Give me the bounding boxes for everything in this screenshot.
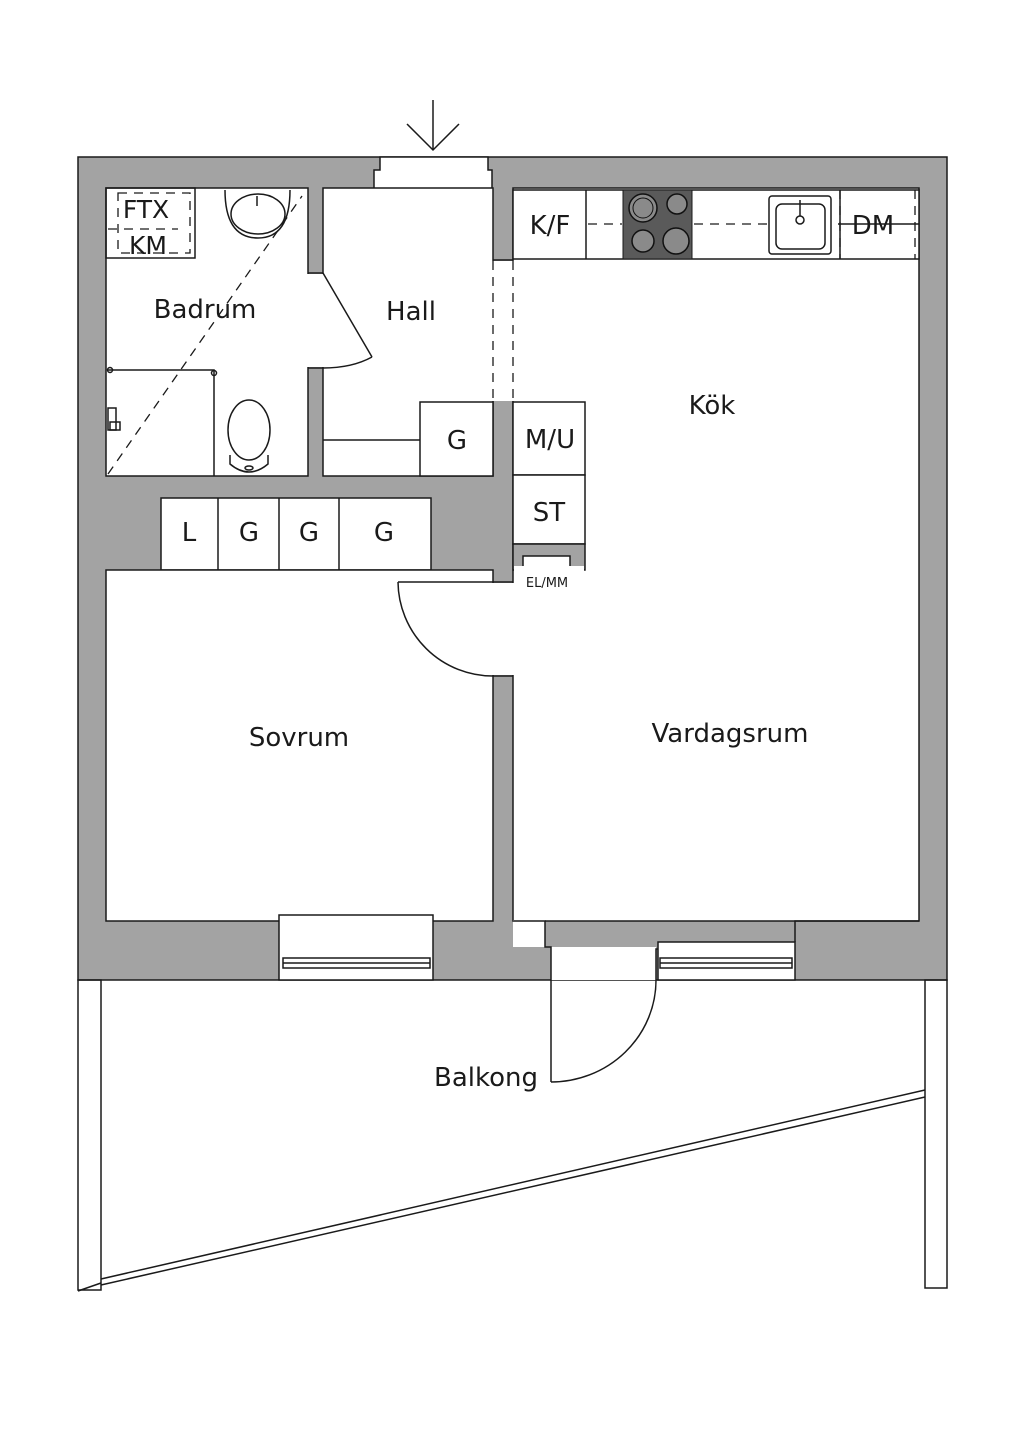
shower-head-icon [107,407,121,431]
kitchen-label: Kök [689,391,736,421]
balcony-post-right [924,979,948,1289]
bedroom-window [278,914,434,981]
wardrobe-label: G [299,518,319,548]
shower-screen [106,366,218,476]
hall-wardrobe[interactable] [419,401,494,477]
living-room-window [657,941,796,981]
wardrobe-label: G [374,518,394,548]
bathroom-door[interactable] [322,272,373,369]
bedroom-label: Sovrum [249,723,349,753]
storage-cabinet [512,474,586,545]
bathroom-door-opening [305,274,326,367]
hall-kitchen-opening [490,261,516,401]
balcony-door[interactable] [550,979,657,1083]
microwave-oven-label: M/U [525,425,575,455]
toilet-icon [227,399,271,473]
entrance-opening [373,156,493,191]
microwave-oven-cabinet [512,401,586,476]
shower-area-diagonal [107,195,303,475]
closet-row [160,497,432,571]
bathroom-label: Badrum [154,295,257,325]
electrical-media-label: EL/MM [526,576,568,591]
washbasin-icon [224,189,291,239]
room-bedroom [105,569,494,922]
ftx-label: FTX [123,195,169,224]
hall-label: Hall [386,297,436,327]
bedroom-door[interactable] [397,581,494,677]
kitchen-counter [512,189,920,260]
hall-wardrobe-label: G [447,426,467,456]
entrance-arrow-icon [406,100,460,152]
stove-icon [622,189,693,260]
bedroom-door-opening [490,583,516,675]
sink-icon [768,195,832,255]
balcony-label: Balkong [434,1063,538,1093]
balcony-post-left [77,979,102,1291]
balcony [77,979,948,1292]
balcony-railing [100,1089,926,1280]
linen-closet-label: L [182,518,197,548]
km-label: KM [129,231,167,260]
living-room-label: Vardagsrum [652,719,809,749]
fridge-freezer-label: K/F [530,211,571,241]
wardrobe-label: G [239,518,259,548]
dishwasher-label: DM [852,211,894,241]
ftx-km-cabinet [105,187,196,259]
storage-label: ST [533,498,566,528]
